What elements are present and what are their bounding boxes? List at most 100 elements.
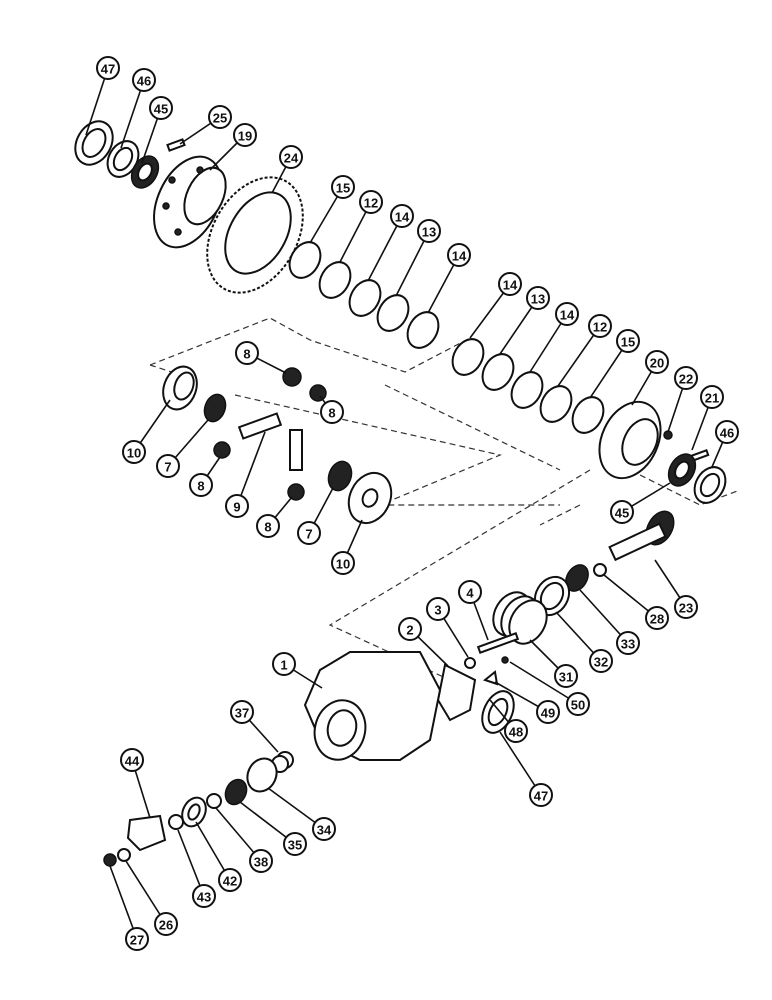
callout-circle — [458, 580, 482, 604]
callout-number: 45 — [615, 506, 629, 521]
callout-number: 15 — [621, 335, 635, 350]
callout-c14a: 14 — [390, 204, 414, 228]
callout-labels: 4746452519241512141314141314121520222146… — [96, 56, 739, 951]
callout-circle — [154, 912, 178, 936]
callout-c15a: 15 — [331, 175, 355, 199]
callout-number: 10 — [336, 557, 350, 572]
shim-stack-left — [288, 241, 440, 349]
callout-circle — [192, 884, 216, 908]
callout-circle — [331, 551, 355, 575]
callout-c50: 50 — [566, 692, 590, 716]
cup-34 — [246, 757, 278, 793]
callout-number: 14 — [452, 249, 467, 264]
callout-number: 22 — [679, 372, 693, 387]
callout-circle — [256, 514, 280, 538]
shims-31 — [492, 591, 548, 645]
callout-circle — [230, 700, 254, 724]
callout-number: 48 — [509, 725, 523, 740]
callout-circle — [359, 190, 383, 214]
callout-c8b: 8 — [320, 400, 344, 424]
callout-number: 46 — [137, 74, 151, 89]
differential-case-20 — [598, 400, 662, 480]
leader-line-c50 — [509, 661, 579, 705]
callout-number: 4 — [466, 586, 474, 601]
callout-number: 3 — [434, 603, 441, 618]
callout-c21: 21 — [700, 385, 724, 409]
callout-c28: 28 — [645, 606, 669, 630]
callout-circle — [589, 649, 613, 673]
callout-circle — [645, 350, 669, 374]
callout-number: 37 — [235, 706, 249, 721]
callout-number: 44 — [125, 754, 140, 769]
callout-circle — [536, 700, 560, 724]
callout-number: 32 — [594, 655, 608, 670]
callout-c7a: 7 — [156, 454, 180, 478]
callout-circle — [498, 272, 522, 296]
callout-number: 13 — [422, 225, 436, 240]
callout-number: 24 — [284, 151, 299, 166]
callout-number: 14 — [560, 308, 575, 323]
callout-circle — [645, 606, 669, 630]
callout-circle — [297, 521, 321, 545]
pinion-gear-8-d — [287, 483, 305, 501]
pinion-gear-8-b — [309, 384, 327, 402]
bearing-cap-2 — [436, 663, 477, 722]
callout-c47b: 47 — [529, 783, 553, 807]
callout-number: 33 — [621, 637, 635, 652]
callout-c8c: 8 — [189, 473, 213, 497]
callout-circle — [233, 123, 257, 147]
cross-shaft-9-b — [289, 429, 303, 471]
callout-number: 26 — [159, 918, 173, 933]
callout-circle — [610, 500, 634, 524]
callout-c15b: 15 — [616, 329, 640, 353]
callout-c13b: 13 — [526, 286, 550, 310]
callout-c1: 1 — [272, 652, 296, 676]
callout-circle — [312, 817, 336, 841]
callout-circle — [218, 868, 242, 892]
callout-circle — [283, 832, 307, 856]
callout-c2: 2 — [398, 617, 422, 641]
callout-c34: 34 — [312, 817, 336, 841]
callout-circle — [398, 617, 422, 641]
callout-c27: 27 — [125, 927, 149, 951]
differential-case-19 — [153, 155, 227, 249]
callout-number: 38 — [254, 855, 268, 870]
callout-c19: 19 — [233, 123, 257, 147]
callout-number: 23 — [679, 601, 693, 616]
callout-circle — [149, 96, 173, 120]
callout-circle — [674, 366, 698, 390]
callout-c4: 4 — [458, 580, 482, 604]
callout-number: 31 — [559, 670, 573, 685]
lock-49 — [482, 670, 499, 686]
dowel-22 — [663, 430, 673, 440]
side-gear-seat-10-top — [162, 365, 198, 411]
callout-circle — [120, 748, 144, 772]
callout-c37: 37 — [230, 700, 254, 724]
cross-shaft-9-a — [237, 412, 283, 440]
pinion-gear-8-c — [213, 441, 231, 459]
callout-c46b: 46 — [715, 420, 739, 444]
callout-circle — [279, 145, 303, 169]
pin-50 — [501, 656, 509, 664]
bearing-35 — [224, 778, 248, 806]
callout-number: 49 — [541, 706, 555, 721]
callout-circle — [588, 314, 612, 338]
callout-number: 47 — [101, 62, 115, 77]
callout-c22: 22 — [674, 366, 698, 390]
callout-c12b: 12 — [588, 314, 612, 338]
callout-number: 10 — [127, 446, 141, 461]
callout-number: 8 — [328, 406, 335, 421]
callout-c10a: 10 — [122, 440, 146, 464]
callout-circle — [122, 440, 146, 464]
callout-number: 7 — [164, 460, 171, 475]
callout-c43: 43 — [192, 884, 216, 908]
callout-circle — [700, 385, 724, 409]
callout-circle — [390, 204, 414, 228]
callout-number: 13 — [531, 292, 545, 307]
washer-43 — [168, 814, 184, 830]
washer-26 — [117, 848, 131, 862]
callout-number: 8 — [197, 479, 204, 494]
callout-number: 28 — [650, 612, 664, 627]
callout-circle — [235, 341, 259, 365]
callout-c26: 26 — [154, 912, 178, 936]
